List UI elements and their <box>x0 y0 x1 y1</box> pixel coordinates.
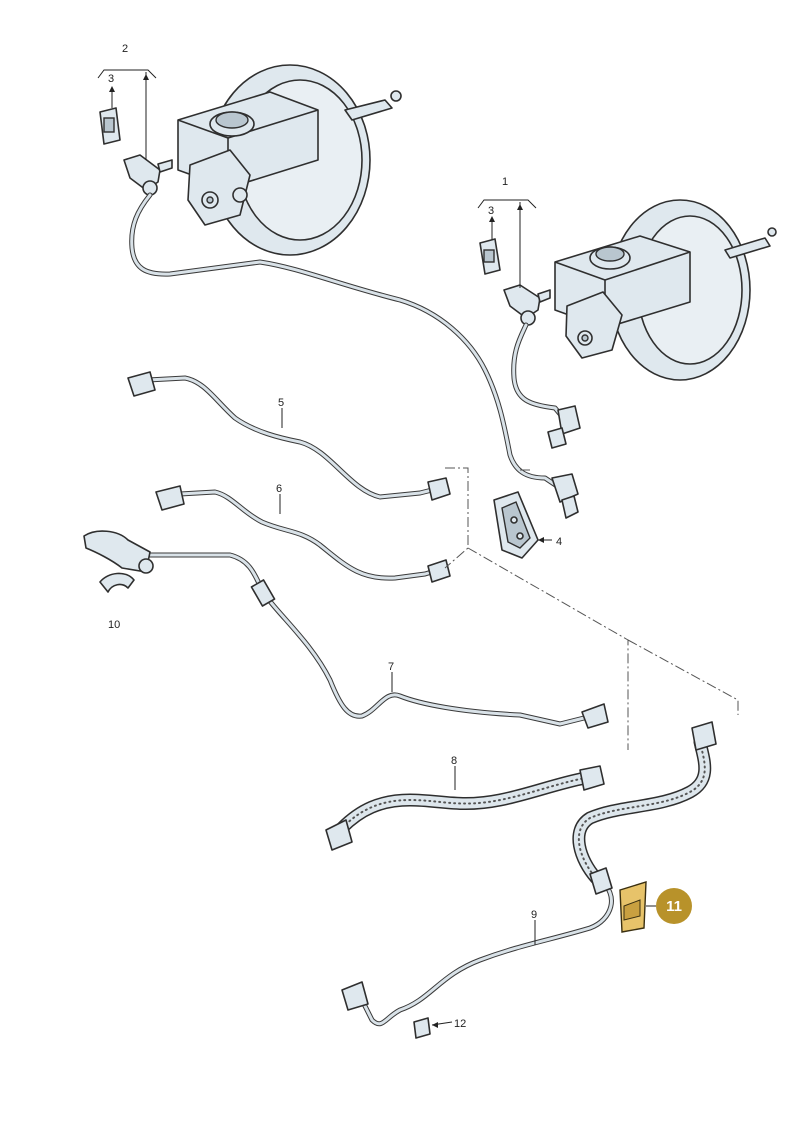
callout-3-right: 3 <box>488 205 494 217</box>
pressure-sensor-right <box>479 238 551 326</box>
callout-8: 8 <box>451 755 457 767</box>
pressure-sensor-left <box>99 107 173 196</box>
callout-4: 4 <box>556 536 562 548</box>
callout-2: 2 <box>122 43 128 55</box>
callout-3-left: 3 <box>108 73 114 85</box>
line-5 <box>127 371 451 501</box>
callout-6: 6 <box>276 483 282 495</box>
line-7 <box>83 530 609 729</box>
callout-11: 11 <box>666 898 682 915</box>
leader-lines <box>97 69 656 1028</box>
brake-booster-left <box>177 64 402 256</box>
callout-9: 9 <box>531 909 537 921</box>
vacuum-line-long <box>129 192 579 519</box>
line-6 <box>155 485 451 583</box>
callout-5: 5 <box>278 397 284 409</box>
callout-10: 10 <box>108 619 120 631</box>
bracket-11 <box>619 881 647 933</box>
connector-plate-4 <box>493 491 539 559</box>
clip-10 <box>99 572 135 593</box>
callout-1: 1 <box>502 176 508 188</box>
brake-booster-right <box>554 199 777 381</box>
callout-11-badge[interactable]: 11 <box>656 888 692 924</box>
hose-9 <box>341 721 717 1039</box>
vacuum-line-right <box>511 322 581 449</box>
callout-7: 7 <box>388 661 394 673</box>
callout-12: 12 <box>454 1018 466 1030</box>
hose-8 <box>325 765 605 851</box>
